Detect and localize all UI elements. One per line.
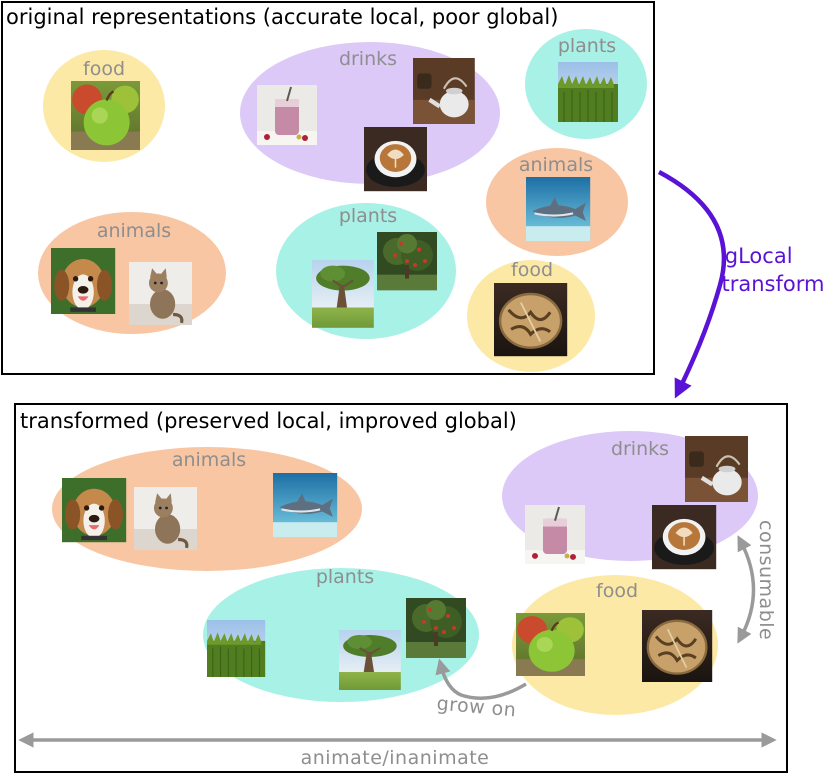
smoothie-image [524, 504, 586, 565]
consumable-label: consumable [755, 520, 777, 640]
top-cluster-food-a-label: food [83, 58, 125, 80]
top-cluster-plants-b-label: plants [339, 205, 397, 227]
coffee-image [363, 126, 428, 193]
bread-image [640, 608, 714, 684]
shark-image [271, 471, 339, 539]
top-cluster-food-b-label: food [511, 259, 553, 281]
tree-image [310, 258, 375, 329]
apple-tree-image [377, 232, 437, 291]
top-cluster-plants-a-label: plants [558, 35, 616, 57]
top-panel: original representations (accurate local… [1, 1, 655, 375]
teapot-image [685, 436, 748, 502]
teapot-image [413, 58, 475, 124]
coffee-image [651, 504, 718, 571]
transform-label: gLocal transform [722, 244, 825, 296]
consumable-arrow [737, 535, 756, 644]
apple-tree-image [406, 598, 466, 658]
corn-field-image [557, 61, 619, 123]
bottom-panel: transformed (preserved local, improved g… [14, 403, 788, 773]
transform-label-line2: transform [722, 272, 825, 296]
beagle-image [51, 248, 116, 314]
transform-arrow [657, 170, 727, 399]
smoothie-image [256, 84, 318, 146]
bottom-cluster-plants-label: plants [316, 566, 374, 588]
cat-image [132, 485, 199, 552]
top-cluster-drinks-label: drinks [339, 48, 397, 70]
bottom-cluster-animals-label: animals [172, 449, 246, 471]
animate-inanimate-label: animate/inanimate [301, 747, 490, 769]
apple-image [514, 611, 587, 678]
top-cluster-animals-a-label: animals [519, 154, 593, 176]
bottom-cluster-drinks-label: drinks [611, 438, 669, 460]
corn-field-image [206, 619, 266, 678]
bread-image [492, 281, 569, 358]
tree-image [337, 628, 402, 692]
top-panel-title: original representations (accurate local… [6, 5, 558, 29]
apple-image [69, 79, 142, 152]
transform-label-line1: gLocal [725, 244, 793, 268]
top-cluster-animals-b-label: animals [97, 220, 171, 242]
bottom-panel-title: transformed (preserved local, improved g… [20, 409, 517, 433]
beagle-image [62, 478, 127, 543]
glocal-transform: gLocal transform [657, 170, 825, 399]
cat-image [127, 260, 194, 327]
grow-on-arrow [435, 658, 527, 700]
bottom-cluster-food-label: food [596, 580, 638, 602]
shark-image [524, 175, 592, 243]
